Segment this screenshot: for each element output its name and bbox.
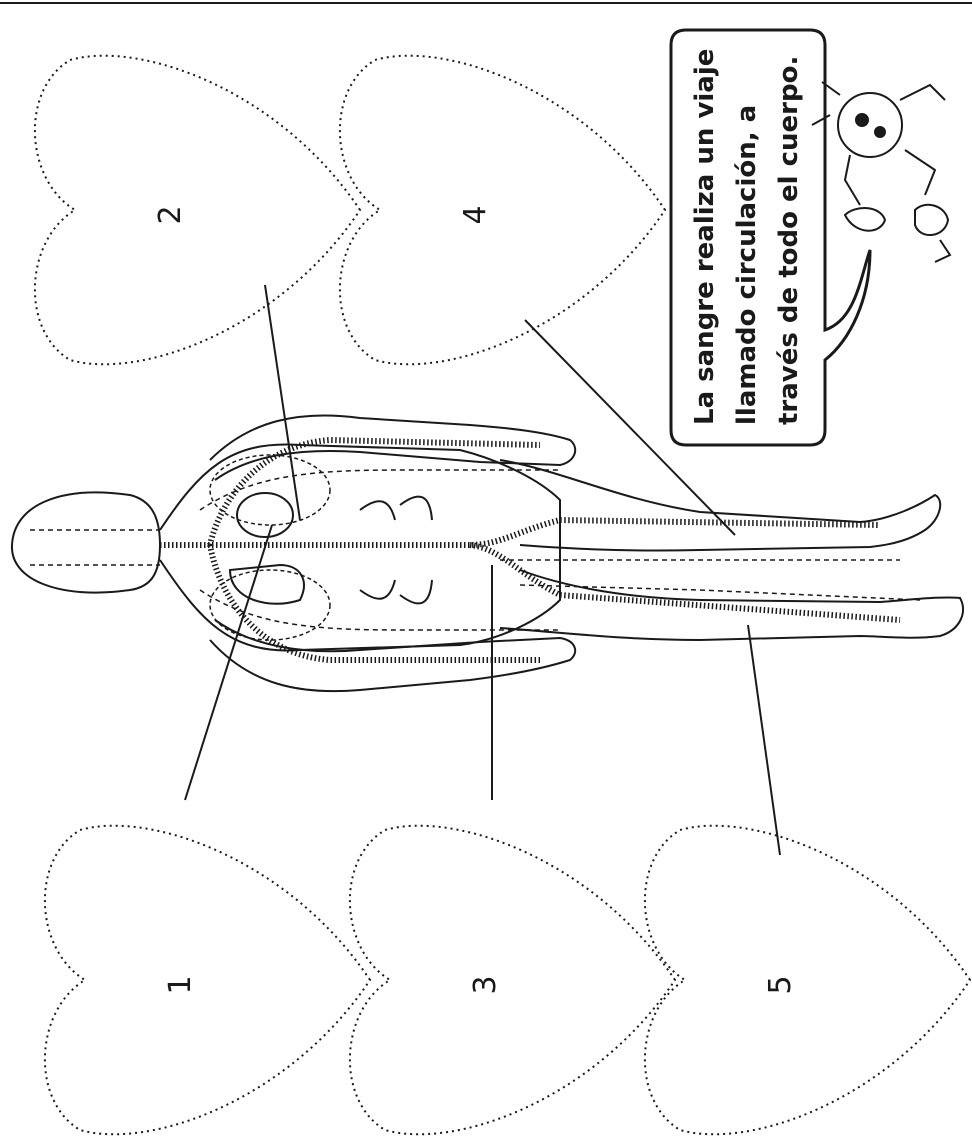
bubble-line-2: llamado circulación, a	[732, 105, 762, 425]
heart-1: 1	[45, 826, 370, 1135]
bubble-line-3: través de todo el cuerpo.	[774, 56, 804, 425]
circulatory-vessels	[30, 440, 920, 660]
pointer-1	[185, 525, 272, 800]
cartoon-character	[812, 82, 950, 262]
heart-number: 4	[458, 205, 493, 224]
pointer-5	[748, 625, 780, 855]
head-outline	[12, 492, 160, 592]
heart-3: 3	[350, 826, 675, 1135]
artery-main	[160, 520, 880, 545]
body-figure	[12, 415, 963, 691]
heart-5: 5	[645, 826, 970, 1135]
speech-bubble: La sangre realiza un viaje llamado circu…	[671, 30, 870, 445]
pointer-2	[265, 285, 300, 520]
heart-number: 5	[763, 975, 798, 994]
character-head	[838, 93, 902, 157]
veins-head	[30, 530, 160, 565]
heart-2: 2	[35, 56, 360, 365]
artery-leg	[470, 545, 900, 620]
heart-number: 1	[163, 975, 198, 994]
heart-number: 2	[153, 205, 188, 224]
bubble-line-1: La sangre realiza un viaje	[690, 49, 720, 425]
heart-number: 3	[468, 975, 503, 994]
heart-4: 4	[340, 56, 665, 365]
